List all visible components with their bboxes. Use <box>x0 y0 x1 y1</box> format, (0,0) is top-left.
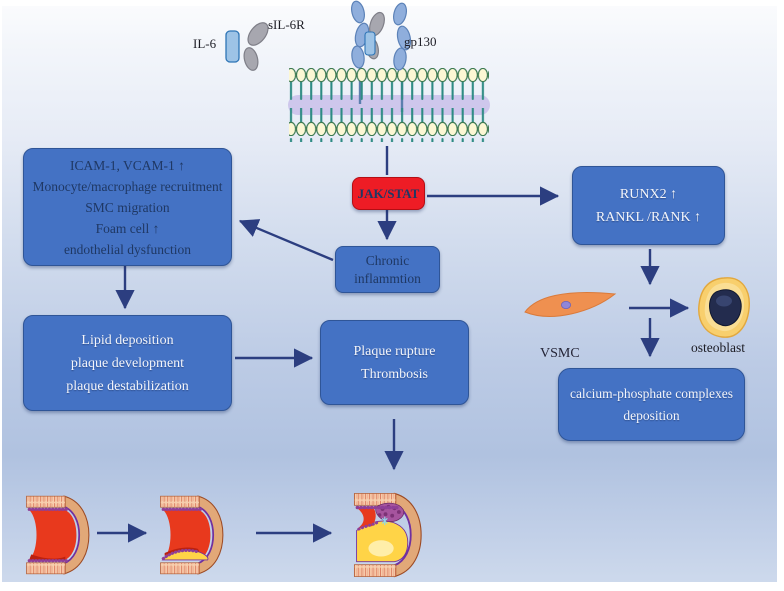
lipid-line: plaque destabilization <box>66 378 189 394</box>
cell-membrane-and-receptors <box>225 0 490 142</box>
osteoblast-cell-icon <box>698 277 750 338</box>
icam-line: ICAM-1, VCAM-1 ↑ <box>70 157 185 173</box>
jakstat-label: JAK/STAT <box>357 185 420 201</box>
artery-plaque-icon <box>160 495 224 575</box>
artery-rupture-icon <box>353 492 422 578</box>
gp130-complex-icon <box>350 0 412 71</box>
il6-ligand-icon <box>225 30 240 63</box>
icam-line: Monocyte/macrophage recruitment <box>32 178 223 194</box>
plaque-rupture-box: Plaque rupture Thrombosis <box>320 320 469 405</box>
lipid-leaflet-top <box>289 67 489 101</box>
runx2-line: RANKL /RANK ↑ <box>595 209 702 225</box>
jakstat-node: JAK/STAT <box>352 177 425 210</box>
calcium-line: deposition <box>623 407 680 423</box>
plaque-line: Thrombosis <box>361 366 428 382</box>
il6-label: IL-6 <box>193 36 217 51</box>
lipid-deposition-box: Lipid deposition plaque development plaq… <box>23 315 232 411</box>
sil6r-receptor-icon <box>243 22 269 71</box>
chronic-line: inflammtion <box>354 270 421 286</box>
calcium-line: calcium-phosphate complexes <box>569 385 734 401</box>
sil6r-label: sIL-6R <box>268 17 305 32</box>
chronic-line: Chronic <box>365 252 410 268</box>
runx2-rankl-box: RUNX2 ↑ RANKL /RANK ↑ <box>572 166 725 245</box>
chronic-inflammation-box: Chronic inflammtion <box>335 246 440 293</box>
icam-line: Foam cell ↑ <box>95 220 160 236</box>
arrow-chronic-to-icam <box>238 219 334 262</box>
lipid-leaflet-bottom <box>289 108 489 142</box>
runx2-line: RUNX2 ↑ <box>619 186 678 202</box>
plaque-line: Plaque rupture <box>353 343 436 359</box>
osteoblast-label: osteoblast <box>691 340 745 355</box>
lipid-line: plaque development <box>70 355 185 371</box>
icam-vcam-box: ICAM-1, VCAM-1 ↑ Monocyte/macrophage rec… <box>23 148 232 266</box>
vsmc-cell-icon <box>524 292 617 317</box>
icam-line: endothelial dysfunction <box>63 241 192 257</box>
gp130-label: gp130 <box>404 34 437 49</box>
lipid-line: Lipid deposition <box>81 332 174 348</box>
calcium-phosphate-box: calcium-phosphate complexes deposition <box>558 368 745 441</box>
artery-healthy-icon <box>26 495 90 575</box>
icam-line: SMC migration <box>85 199 170 215</box>
vsmc-label: VSMC <box>540 346 580 361</box>
